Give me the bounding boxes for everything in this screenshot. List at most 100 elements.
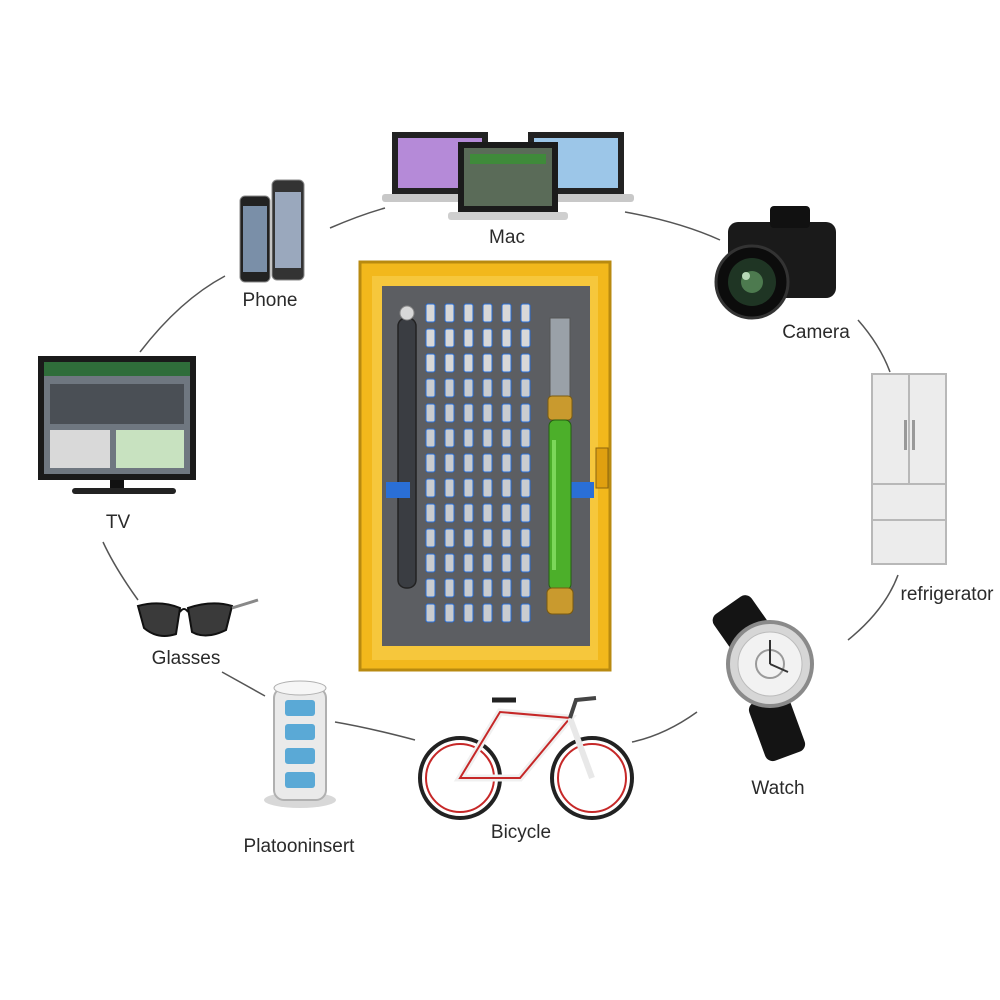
label-bicycle: Bicycle — [490, 822, 552, 843]
bit — [501, 453, 512, 473]
bit — [520, 353, 531, 373]
bit — [520, 453, 531, 473]
bit — [501, 528, 512, 548]
bit — [520, 303, 531, 323]
bit — [482, 553, 493, 573]
bit — [444, 378, 455, 398]
bit — [463, 428, 474, 448]
bit — [444, 553, 455, 573]
bit — [520, 528, 531, 548]
bit — [444, 428, 455, 448]
power-strip-icon — [264, 680, 336, 808]
bit — [482, 578, 493, 598]
bit — [520, 328, 531, 348]
label-refrigerator: refrigerator — [900, 584, 994, 605]
bit — [520, 603, 531, 623]
bit — [501, 503, 512, 523]
bit — [425, 453, 436, 473]
bit — [425, 303, 436, 323]
watch-icon — [712, 595, 814, 762]
bit — [482, 528, 493, 548]
bit — [463, 528, 474, 548]
bit — [444, 528, 455, 548]
bit — [482, 328, 493, 348]
bit — [425, 378, 436, 398]
phone-icon — [239, 179, 305, 283]
bit — [463, 378, 474, 398]
bit — [425, 553, 436, 573]
bit — [520, 403, 531, 423]
bit — [501, 603, 512, 623]
label-platooninsert: Platooninsert — [243, 836, 355, 857]
bit — [482, 403, 493, 423]
bicycle-icon — [418, 696, 634, 820]
glasses-icon — [136, 598, 259, 637]
refrigerator-icon — [871, 373, 947, 565]
bit-grid — [425, 303, 531, 623]
bit — [520, 378, 531, 398]
bit — [444, 353, 455, 373]
bit — [444, 403, 455, 423]
camera-icon — [714, 206, 836, 320]
bit — [463, 353, 474, 373]
label-camera: Camera — [782, 322, 850, 343]
bit — [501, 478, 512, 498]
bit — [520, 503, 531, 523]
tv-icon — [38, 356, 196, 494]
screwdriver-kit-icon — [358, 260, 612, 672]
label-mac: Mac — [489, 227, 525, 248]
bit — [501, 403, 512, 423]
bit — [520, 478, 531, 498]
bit — [444, 328, 455, 348]
bit — [501, 378, 512, 398]
bit — [444, 303, 455, 323]
bit — [425, 528, 436, 548]
label-watch: Watch — [751, 778, 805, 799]
bit — [501, 328, 512, 348]
bit — [482, 378, 493, 398]
bit — [463, 503, 474, 523]
bit — [463, 303, 474, 323]
bit — [444, 503, 455, 523]
bit — [520, 578, 531, 598]
bit — [425, 428, 436, 448]
bit — [501, 303, 512, 323]
bit — [463, 553, 474, 573]
bit — [463, 403, 474, 423]
bit — [425, 478, 436, 498]
bit — [482, 303, 493, 323]
bit — [501, 553, 512, 573]
bit — [482, 428, 493, 448]
bit — [463, 328, 474, 348]
laptop-icon — [382, 132, 634, 220]
bit — [482, 353, 493, 373]
bit — [444, 603, 455, 623]
bit — [482, 503, 493, 523]
bit — [463, 478, 474, 498]
bit — [501, 578, 512, 598]
bit — [463, 603, 474, 623]
bit — [444, 578, 455, 598]
connector-arcs — [102, 207, 899, 743]
bit — [463, 453, 474, 473]
bit — [444, 453, 455, 473]
bit — [501, 353, 512, 373]
bit — [482, 603, 493, 623]
bit — [520, 428, 531, 448]
bit — [425, 328, 436, 348]
bit — [482, 453, 493, 473]
bit — [425, 503, 436, 523]
bit — [444, 478, 455, 498]
label-phone: Phone — [242, 290, 298, 311]
label-glasses: Glasses — [151, 648, 221, 669]
bit — [425, 353, 436, 373]
bit — [463, 578, 474, 598]
bit — [501, 428, 512, 448]
label-tv: TV — [105, 512, 131, 533]
bit — [520, 553, 531, 573]
bit — [425, 403, 436, 423]
bit — [482, 478, 493, 498]
bit — [425, 603, 436, 623]
bit — [425, 578, 436, 598]
